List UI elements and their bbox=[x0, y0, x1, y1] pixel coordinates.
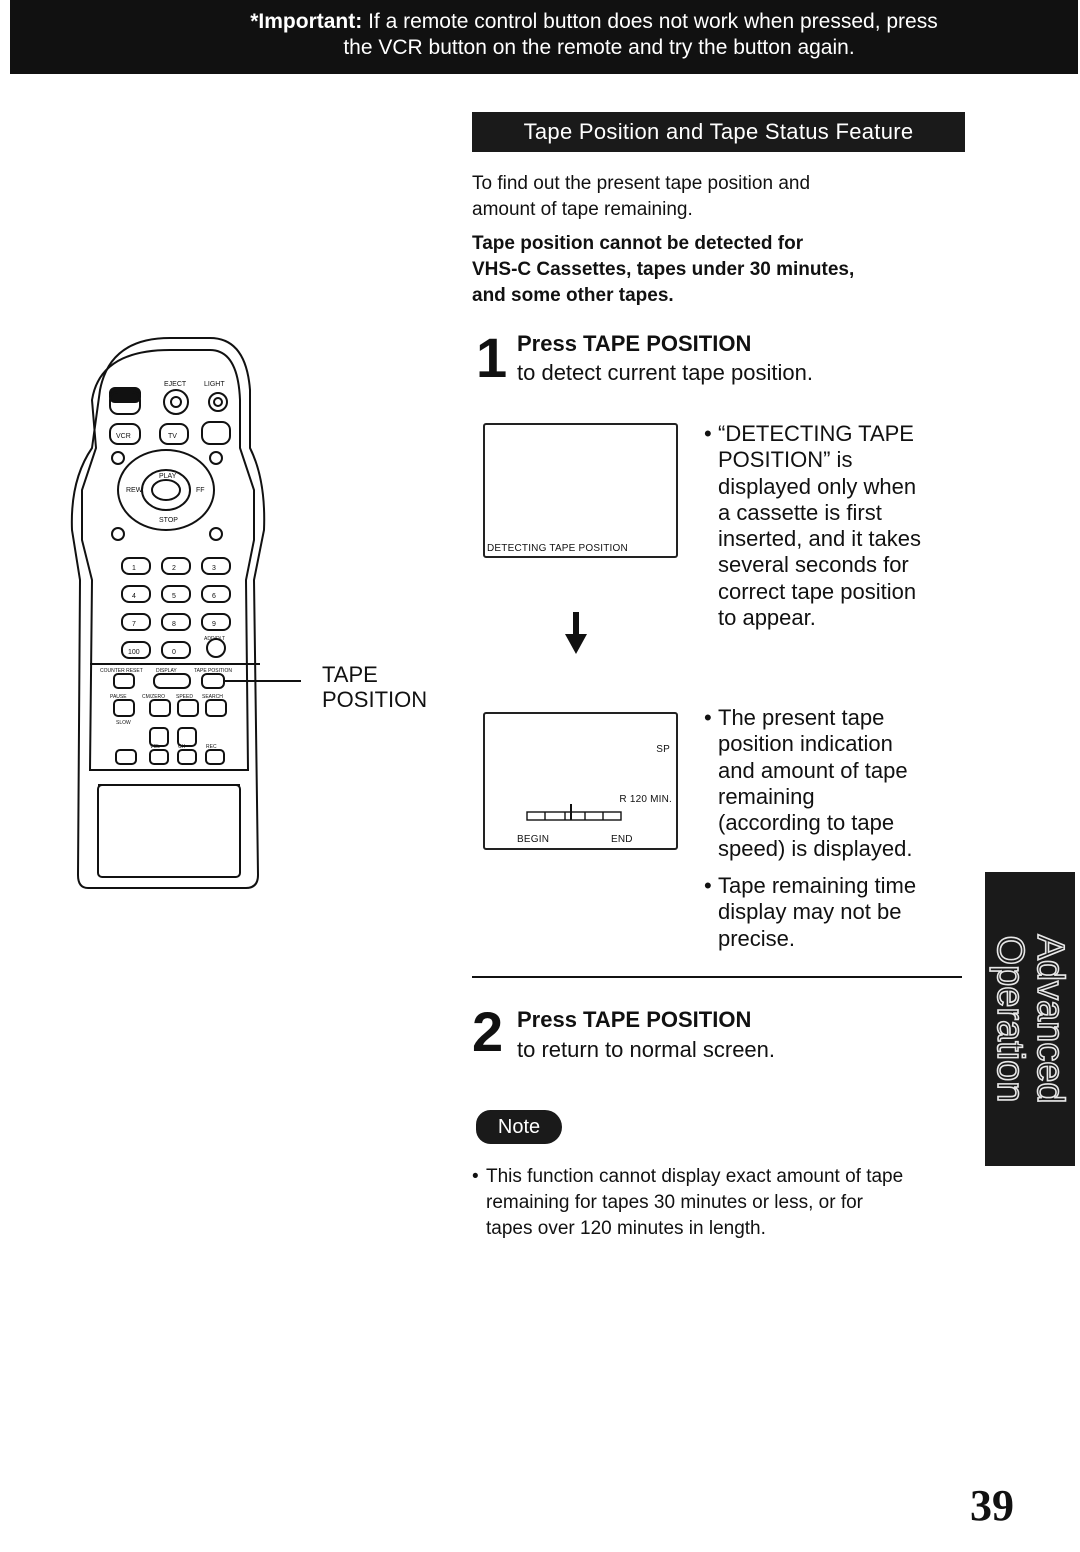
remote-label-ff: FF bbox=[196, 487, 205, 494]
remote-num-3: 3 bbox=[212, 565, 216, 572]
remote-label-rew: REW bbox=[126, 487, 143, 494]
remote-num-8: 8 bbox=[172, 621, 176, 628]
intro-text: To find out the present tape position an… bbox=[472, 171, 952, 223]
note-line-2: remaining for tapes 30 minutes or less, … bbox=[486, 1192, 864, 1213]
step-1b-bullet-2-line-2: display may not be bbox=[718, 899, 902, 925]
warning-line-1: Tape position cannot be detected for bbox=[472, 233, 804, 254]
step-2-title: Press TAPE POSITION bbox=[517, 1007, 752, 1032]
step-1-bullet-line-7: correct tape position bbox=[718, 578, 917, 604]
remote-label-ch: CH bbox=[178, 744, 186, 750]
remote-num-4: 4 bbox=[132, 593, 136, 600]
warning-line-2: VHS-C Cassettes, tapes under 30 minutes, bbox=[472, 259, 855, 280]
remote-num-2: 2 bbox=[172, 565, 176, 572]
step-1b-bullet-1-line-4: remaining bbox=[718, 783, 815, 809]
section-divider bbox=[472, 976, 962, 978]
remote-label-vol: VOL bbox=[150, 744, 160, 750]
page-number: 39 bbox=[970, 1481, 1014, 1530]
callout-tape: TAPE bbox=[322, 662, 378, 687]
step-1b-bullet-2-line-1: Tape remaining time bbox=[718, 873, 917, 898]
remote-label-search: SEARCH bbox=[202, 694, 223, 700]
banner-line-1-text: If a remote control button does not work… bbox=[368, 10, 938, 33]
remote-num-9: 9 bbox=[212, 621, 216, 628]
remote-num-1: 1 bbox=[132, 565, 136, 572]
intro-line-1: To find out the present tape position an… bbox=[472, 173, 811, 194]
step-1b-bullet-2: •Tape remaining time display may not be … bbox=[704, 873, 917, 951]
remote-label-tape-position: TAPE POSITION bbox=[194, 668, 232, 674]
step-1b-bullet-2-line-3: precise. bbox=[718, 925, 796, 951]
step-1-bullet-line-5: inserted, and it takes bbox=[718, 526, 922, 552]
banner-label: *Important: bbox=[250, 10, 363, 33]
remote-label-add-dlt: ADD/DLT bbox=[204, 636, 225, 642]
remote-label-pause: PAUSE bbox=[110, 694, 127, 700]
remote-label-tv: TV bbox=[168, 433, 177, 440]
tv-screen-tape-position: SP R 120 MIN. BEGIN END bbox=[483, 712, 678, 850]
remote-label-cm-zero: CM/ZERO bbox=[142, 694, 165, 700]
step-1-number: 1 bbox=[476, 326, 508, 389]
screen-remaining-text: R 120 MIN. bbox=[619, 794, 672, 805]
remote-label-vcr: VCR bbox=[116, 433, 131, 440]
chapter-side-tab: Advanced Operation bbox=[985, 872, 1075, 1166]
step-1-bullet-line-8: to appear. bbox=[718, 605, 816, 631]
step-1-bullet-line-1: “DETECTING TAPE bbox=[718, 421, 914, 446]
note-text: •This function cannot display exact amou… bbox=[472, 1164, 972, 1242]
warning-text: Tape position cannot be detected for VHS… bbox=[472, 231, 972, 309]
remote-label-play: PLAY bbox=[159, 473, 177, 480]
note-line-3: tapes over 120 minutes in length. bbox=[486, 1218, 766, 1239]
step-1-desc: to detect current tape position. bbox=[517, 360, 813, 385]
screen-speed-text: SP bbox=[656, 744, 670, 755]
side-tab-line-1: Advanced bbox=[1028, 934, 1072, 1105]
down-arrow-icon bbox=[565, 612, 587, 654]
section-title: Tape Position and Tape Status Feature bbox=[472, 112, 965, 152]
tape-position-bar bbox=[526, 804, 622, 821]
tv-screen-detecting: DETECTING TAPE POSITION bbox=[483, 423, 678, 558]
step-1b-bullet-1-line-2: position indication bbox=[718, 731, 893, 757]
step-2-desc: to return to normal screen. bbox=[517, 1037, 776, 1062]
step-1b-bullet-1: •The present tape position indication an… bbox=[704, 705, 913, 862]
screen-end-text: END bbox=[611, 834, 633, 845]
remote-num-7: 7 bbox=[132, 621, 136, 628]
remote-label-slow: SLOW bbox=[116, 720, 131, 726]
remote-num-6: 6 bbox=[212, 593, 216, 600]
callout-position: POSITION bbox=[322, 687, 427, 712]
remote-label-stop: STOP bbox=[159, 517, 178, 524]
remote-label-counter-reset: COUNTER RESET bbox=[100, 668, 143, 674]
step-1b-bullet-1-line-6: speed) is displayed. bbox=[718, 836, 913, 862]
banner-line-1: *Important: If a remote control button d… bbox=[10, 9, 1078, 35]
step-2-number: 2 bbox=[472, 1000, 504, 1063]
remote-num-5: 5 bbox=[172, 593, 176, 600]
step-1-title: Press TAPE POSITION bbox=[517, 331, 752, 356]
remote-num-100: 100 bbox=[128, 649, 140, 656]
note-badge: Note bbox=[476, 1110, 562, 1144]
remote-num-0: 0 bbox=[172, 649, 176, 656]
intro-line-2: amount of tape remaining. bbox=[472, 199, 693, 220]
chapter-side-tab-text: Advanced Operation bbox=[988, 934, 1072, 1105]
step-1-bullet-line-3: displayed only when bbox=[718, 473, 917, 499]
step-1-bullet-line-6: several seconds for bbox=[718, 552, 909, 578]
banner-line-2: the VCR button on the remote and try the… bbox=[343, 36, 855, 59]
remote-label-rec: REC bbox=[206, 744, 217, 750]
important-banner: *Important: If a remote control button d… bbox=[10, 0, 1078, 74]
screen-detecting-text: DETECTING TAPE POSITION bbox=[487, 543, 628, 554]
step-1b-bullet-1-line-3: and amount of tape bbox=[718, 757, 908, 783]
step-1b-bullet-1-line-5: (according to tape bbox=[718, 810, 895, 836]
step-1-bullet-line-2: POSITION” is bbox=[718, 447, 853, 473]
remote-label-eject: EJECT bbox=[164, 381, 187, 388]
side-tab-line-2: Operation bbox=[988, 935, 1032, 1103]
screen-begin-text: BEGIN bbox=[517, 834, 550, 845]
remote-label-speed: SPEED bbox=[176, 694, 193, 700]
step-1-bullet: •“DETECTING TAPE POSITION” is displayed … bbox=[704, 421, 922, 631]
note-line-1: This function cannot display exact amoun… bbox=[486, 1166, 904, 1187]
remote-control-illustration: EJECT LIGHT VCR TV PLAY STOP REW FF 1 2 … bbox=[70, 337, 427, 889]
step-1-bullet-line-4: a cassette is first bbox=[718, 499, 882, 525]
remote-label-light: LIGHT bbox=[204, 381, 225, 388]
warning-line-3: and some other tapes. bbox=[472, 285, 674, 306]
step-1b-bullet-1-line-1: The present tape bbox=[718, 705, 885, 730]
remote-label-display: DISPLAY bbox=[156, 668, 177, 674]
